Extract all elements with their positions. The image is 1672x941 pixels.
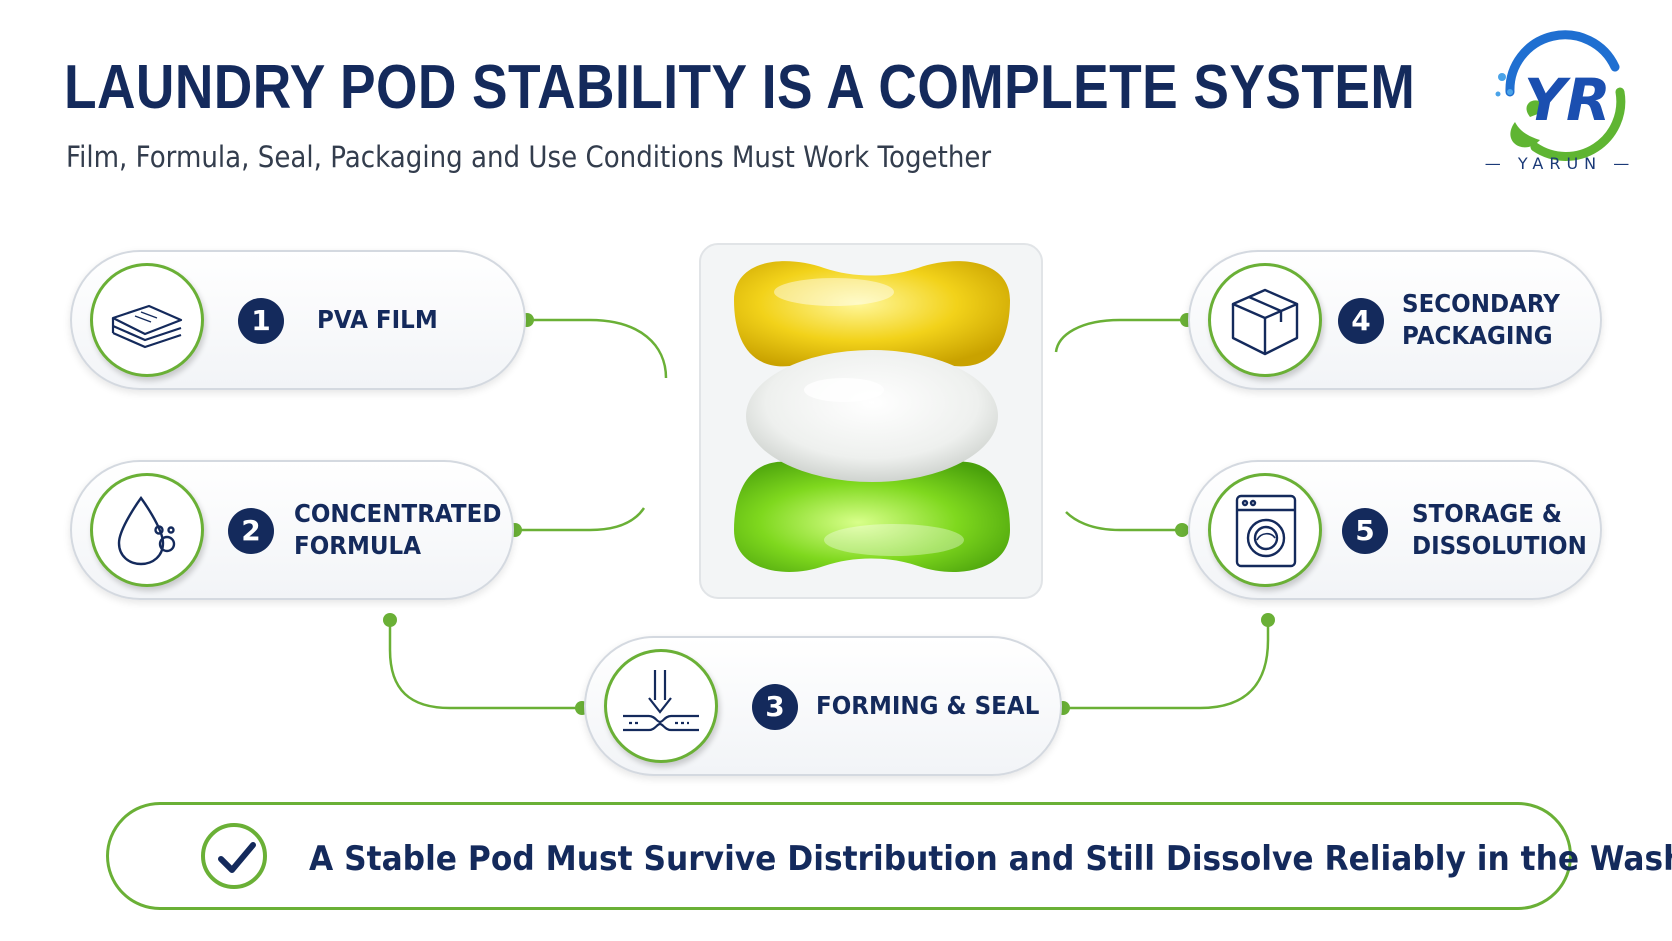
step-card-forming-seal: 3 FORMING & SEAL (584, 636, 1062, 776)
step-label-line: DISSOLUTION (1412, 531, 1587, 560)
connector-2 (515, 507, 646, 532)
liquid-drop-icon (117, 495, 176, 566)
svg-text:YR: YR (1524, 66, 1611, 134)
laundry-pod-image (699, 243, 1043, 599)
step-card-concentrated-formula: 2 CONCENTRATED FORMULA (70, 460, 514, 600)
step-label: FORMING & SEAL (816, 690, 1039, 722)
step-icon-ring (1208, 473, 1322, 587)
step-number-2: 2 (228, 508, 274, 554)
connector-2-3 (388, 620, 582, 710)
connector-1 (527, 318, 668, 379)
film-layers-icon (111, 304, 183, 349)
step-icon-ring (90, 263, 204, 377)
logo-brand-text: — YARUN — (1484, 154, 1636, 173)
page-subtitle: Film, Formula, Seal, Packaging and Use C… (66, 140, 992, 174)
yarun-logo: YR (1495, 30, 1626, 161)
connector-4 (1054, 318, 1187, 353)
seal-press-icon (623, 670, 699, 732)
step-icon-ring (604, 649, 718, 763)
step-number-3: 3 (752, 684, 798, 730)
step-label-line: FORMULA (294, 531, 422, 560)
step-label-line: STORAGE & (1412, 499, 1562, 528)
page-title: LAUNDRY POD STABILITY IS A COMPLETE SYST… (64, 53, 1416, 122)
step-label-line: SECONDARY (1402, 289, 1560, 318)
connector-3-5 (1063, 620, 1270, 710)
washing-machine-icon (1235, 494, 1297, 568)
step-icon-ring (1208, 263, 1322, 377)
step-number-5: 5 (1342, 508, 1388, 554)
step-label-line: PACKAGING (1402, 321, 1553, 350)
box-icon (1231, 288, 1299, 356)
step-number-1: 1 (238, 298, 284, 344)
step-label: PVA FILM (317, 304, 438, 336)
step-icon-ring (90, 473, 204, 587)
step-number-4: 4 (1338, 298, 1384, 344)
conclusion-banner: A Stable Pod Must Survive Distribution a… (106, 802, 1672, 910)
check-icon (218, 842, 256, 873)
connector-5 (1065, 511, 1182, 532)
step-card-storage-dissolution: 5 STORAGE & DISSOLUTION (1188, 460, 1602, 600)
brand-name: YARUN (1517, 154, 1603, 173)
step-label: STORAGE & DISSOLUTION (1412, 498, 1587, 562)
step-label-line: PVA FILM (317, 305, 438, 334)
step-label-line: CONCENTRATED (294, 499, 502, 528)
step-card-pva-film: 1 PVA FILM (70, 250, 526, 390)
conclusion-text: A Stable Pod Must Survive Distribution a… (309, 839, 1672, 879)
check-circle (201, 823, 267, 889)
step-label-line: FORMING & SEAL (816, 691, 1040, 720)
step-label: SECONDARY PACKAGING (1402, 288, 1560, 352)
step-label: CONCENTRATED FORMULA (294, 498, 501, 562)
step-card-secondary-packaging: 4 SECONDARY PACKAGING (1188, 250, 1602, 390)
